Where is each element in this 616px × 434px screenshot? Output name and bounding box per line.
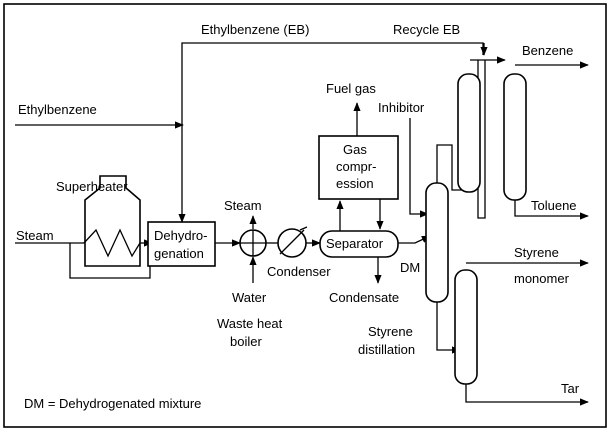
- dm-line: [398, 235, 431, 244]
- label-tar: Tar: [561, 381, 580, 396]
- separator: [319, 230, 399, 258]
- label-waste-heat-1: Waste heat: [217, 316, 283, 331]
- label-water: Water: [232, 290, 267, 305]
- condenser-slash: [279, 229, 305, 255]
- label-eb-line: Ethylbenzene (EB): [201, 22, 309, 37]
- label-steam-out: Steam: [224, 198, 262, 213]
- column1-bottoms-line: [436, 302, 461, 354]
- eb-column-2: [457, 73, 481, 193]
- toluene-out-line: [514, 200, 589, 220]
- tar-line: [465, 384, 589, 406]
- label-styrene-monomer-1: Styrene: [514, 245, 559, 260]
- condenser: [277, 228, 307, 258]
- gas-compression-box: [318, 135, 399, 200]
- styrene-column-4: [454, 269, 478, 385]
- label-dm: DM: [400, 260, 420, 275]
- label-condensate: Condensate: [329, 290, 399, 305]
- label-fuel-gas: Fuel gas: [326, 81, 376, 96]
- label-waste-heat-2: boiler: [230, 334, 262, 349]
- label-superheater: Superheater: [56, 179, 128, 194]
- superheater-coil-inner: [83, 228, 141, 258]
- label-ethylbenzene-feed: Ethylbenzene: [18, 102, 97, 117]
- benzene-toluene-column-3: [503, 73, 527, 201]
- label-benzene: Benzene: [522, 43, 573, 58]
- label-footnote: DM = Dehydrogenated mixture: [24, 396, 201, 411]
- label-condenser: Condenser: [267, 264, 331, 279]
- condenser-slash-tip: [299, 226, 308, 231]
- box-dehydrogenation-line2: genation: [154, 246, 204, 261]
- dehydrogenation-box: [147, 221, 216, 267]
- label-toluene: Toluene: [531, 198, 577, 213]
- label-inhibitor: Inhibitor: [378, 100, 425, 115]
- box-gas-compression-line2: compr-: [336, 159, 376, 174]
- inhibitor-line: [409, 118, 429, 218]
- label-styrene-distillation-1: Styrene: [368, 324, 413, 339]
- label-recycle-eb: Recycle EB: [393, 22, 460, 37]
- box-separator: Separator: [326, 236, 384, 251]
- label-styrene-distillation-2: distillation: [358, 342, 415, 357]
- box-gas-compression-line3: ession: [336, 176, 374, 191]
- label-styrene-monomer-2: monomer: [514, 271, 570, 286]
- styrene-column-1: [425, 182, 449, 303]
- box-dehydrogenation-line1: Dehydro-: [154, 228, 207, 243]
- box-gas-compression-line1: Gas: [343, 142, 367, 157]
- label-steam-in: Steam: [16, 228, 54, 243]
